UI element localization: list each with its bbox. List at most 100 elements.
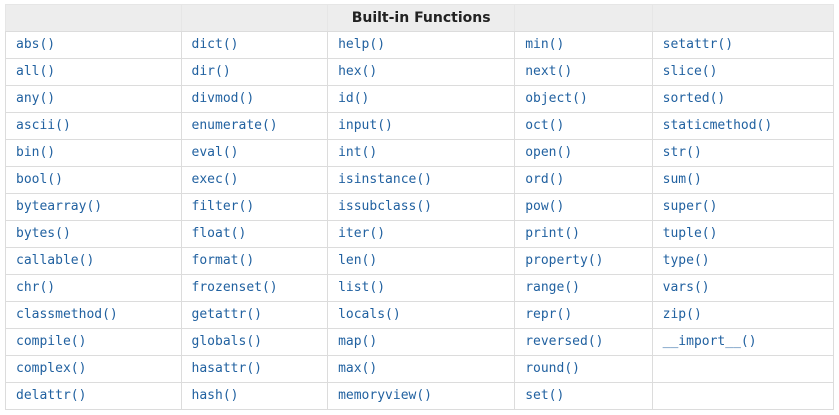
function-cell: oct() [514,112,653,140]
function-cell: repr() [514,301,653,329]
function-cell: object() [514,85,653,113]
function-link-callable[interactable]: callable() [16,253,95,268]
function-link-range[interactable]: range() [525,280,580,295]
function-link-divmod[interactable]: divmod() [191,91,255,106]
function-link-int[interactable]: int() [338,145,378,160]
function-cell: hash() [180,382,329,410]
function-link-sorted[interactable]: sorted() [662,91,726,106]
function-link-bytes[interactable]: bytes() [16,226,71,241]
function-link-filter[interactable]: filter() [191,199,255,214]
function-cell: globals() [180,328,329,356]
function-cell: zip() [651,301,835,329]
function-cell: issubclass() [327,193,516,221]
function-link-pow[interactable]: pow() [525,199,565,214]
function-link-vars[interactable]: vars() [662,280,710,295]
function-cell: getattr() [180,301,329,329]
function-link-round[interactable]: round() [525,361,580,376]
function-link-frozenset[interactable]: frozenset() [191,280,278,295]
function-cell: print() [514,220,653,248]
function-link-list[interactable]: list() [338,280,386,295]
function-link-getattr[interactable]: getattr() [191,307,262,322]
table-row: bool() exec() isinstance() ord() sum() [5,166,835,194]
function-link-print[interactable]: print() [525,226,580,241]
function-link-len[interactable]: len() [338,253,378,268]
function-link-iter[interactable]: iter() [338,226,386,241]
function-link-all[interactable]: all() [16,64,56,79]
function-link-eval[interactable]: eval() [191,145,239,160]
function-link-staticmethod[interactable]: staticmethod() [662,118,773,133]
function-link-object[interactable]: object() [525,91,588,106]
function-cell: super() [651,193,835,221]
function-cell: callable() [5,247,182,275]
function-link-complex[interactable]: complex() [16,361,87,376]
function-link-zip[interactable]: zip() [662,307,702,322]
function-cell: bytearray() [5,193,182,221]
function-link-max[interactable]: max() [338,361,378,376]
function-link-open[interactable]: open() [525,145,573,160]
function-link-memoryview[interactable]: memoryview() [338,388,432,403]
function-link-repr[interactable]: repr() [525,307,573,322]
function-cell: filter() [180,193,329,221]
function-link-setattr[interactable]: setattr() [662,37,734,52]
function-link-bytearray[interactable]: bytearray() [16,199,103,214]
function-link-isinstance[interactable]: isinstance() [338,172,432,187]
function-link-abs[interactable]: abs() [16,37,56,52]
function-cell: slice() [651,58,835,86]
function-link-input[interactable]: input() [338,118,393,133]
function-link-hasattr[interactable]: hasattr() [191,361,262,376]
table-row: chr() frozenset() list() range() vars() [5,274,835,302]
function-cell: input() [327,112,516,140]
function-link-locals[interactable]: locals() [338,307,401,322]
function-link-dict[interactable]: dict() [191,37,239,52]
function-link-set[interactable]: set() [525,388,565,403]
function-cell: map() [327,328,516,356]
function-cell: list() [327,274,516,302]
function-cell: int() [327,139,516,167]
function-link-any[interactable]: any() [16,91,56,106]
function-link-ord[interactable]: ord() [525,172,565,187]
function-cell: len() [327,247,516,275]
function-link-next[interactable]: next() [525,64,573,79]
function-cell: dict() [180,31,329,59]
function-cell: iter() [327,220,516,248]
function-link-dir[interactable]: dir() [191,64,231,79]
function-link-help[interactable]: help() [338,37,386,52]
function-cell: any() [5,85,182,113]
function-link-type[interactable]: type() [662,253,710,268]
function-link-float[interactable]: float() [191,226,247,241]
function-link-hash[interactable]: hash() [191,388,239,403]
function-link-slice[interactable]: slice() [662,64,718,79]
function-cell: enumerate() [180,112,329,140]
function-link-sum[interactable]: sum() [662,172,702,187]
function-link-format[interactable]: format() [191,253,255,268]
function-link-classmethod[interactable]: classmethod() [16,307,118,322]
function-cell: open() [514,139,653,167]
function-link-tuple[interactable]: tuple() [662,226,718,241]
function-link-min[interactable]: min() [525,37,565,52]
function-cell: classmethod() [5,301,182,329]
function-link-issubclass[interactable]: issubclass() [338,199,432,214]
function-cell: bytes() [5,220,182,248]
function-link-oct[interactable]: oct() [525,118,565,133]
function-link-globals[interactable]: globals() [191,334,262,349]
function-link-compile[interactable]: compile() [16,334,87,349]
function-link-reversed[interactable]: reversed() [525,334,604,349]
function-link-property[interactable]: property() [525,253,604,268]
function-link-delattr[interactable]: delattr() [16,388,87,403]
function-link-chr[interactable]: chr() [16,280,56,295]
table-row: delattr() hash() memoryview() set() [5,382,835,410]
function-link-super[interactable]: super() [662,199,718,214]
function-link-__import__[interactable]: __import__() [662,334,757,349]
function-link-str[interactable]: str() [662,145,702,160]
function-cell: format() [180,247,329,275]
function-link-id[interactable]: id() [338,91,370,106]
function-link-bin[interactable]: bin() [16,145,56,160]
function-cell: eval() [180,139,329,167]
function-link-exec[interactable]: exec() [191,172,239,187]
table-row: bytearray() filter() issubclass() pow() supe… [5,193,835,221]
function-link-hex[interactable]: hex() [338,64,378,79]
function-link-map[interactable]: map() [338,334,378,349]
function-link-ascii[interactable]: ascii() [16,118,71,133]
function-link-enumerate[interactable]: enumerate() [191,118,278,133]
function-link-bool[interactable]: bool() [16,172,63,187]
